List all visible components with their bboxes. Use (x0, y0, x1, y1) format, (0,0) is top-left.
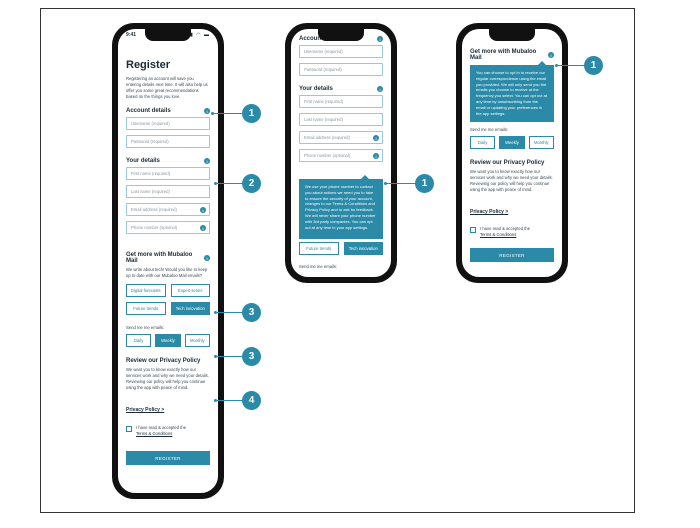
send-emails-label: Send me me emails: (470, 127, 509, 132)
info-icon[interactable]: i (548, 52, 554, 58)
phone-register-full: 9:41 ▮▮ ◠ ▬ Register Registering an acco… (112, 23, 224, 499)
callout-badge-3: 3 (242, 347, 261, 366)
terms-text: I have read & accepted the (480, 226, 531, 231)
privacy-heading: Review our Privacy Policy (126, 358, 201, 364)
info-icon[interactable]: i (204, 158, 210, 164)
info-icon[interactable]: i (204, 108, 210, 114)
frequency-options: Daily Weekly Monthly (126, 334, 210, 347)
info-icon[interactable]: i (373, 153, 379, 159)
callout-leader (214, 311, 243, 314)
info-icon[interactable]: i (204, 255, 210, 261)
phone-input[interactable]: Phone number (optional) i (299, 149, 383, 162)
status-time: 9:41 (126, 32, 137, 38)
your-details-heading: Your details i (299, 86, 383, 92)
first-name-input[interactable]: First name (required) (299, 95, 383, 108)
frequency-weekly[interactable]: Weekly (499, 136, 525, 149)
terms-link[interactable]: Terms & Conditions (136, 431, 173, 436)
topic-future-trends[interactable]: Future trends (126, 302, 166, 315)
callout-badge-1: 1 (584, 56, 603, 75)
terms-link[interactable]: Terms & Conditions (480, 232, 517, 237)
callout-badge-1: 1 (242, 104, 261, 123)
frequency-monthly[interactable]: Monthly (528, 136, 554, 149)
info-icon[interactable]: i (377, 36, 383, 42)
register-button[interactable]: REGISTER (126, 451, 210, 465)
username-input[interactable]: Username (required) (299, 45, 383, 58)
email-input[interactable]: Email address (required) i (299, 131, 383, 144)
frequency-weekly[interactable]: Weekly (155, 334, 181, 347)
topic-expert-series[interactable]: Expert series (170, 284, 210, 297)
phone-notch (145, 29, 191, 41)
email-input[interactable]: Email address (required) i (126, 203, 210, 216)
page-title: Register (126, 59, 171, 71)
terms-checkbox[interactable] (470, 227, 476, 233)
frequency-monthly[interactable]: Monthly (184, 334, 210, 347)
topic-tech-innovation[interactable]: Tech innovation (343, 242, 383, 255)
privacy-policy-link[interactable]: Privacy Policy > (470, 209, 509, 215)
info-icon[interactable]: i (200, 225, 206, 231)
register-intro: Registering an account will save you ent… (126, 76, 208, 99)
callout-leader (555, 64, 585, 67)
terms-text: I have read & accepted the (136, 425, 187, 430)
username-input[interactable]: Username (required) (126, 117, 210, 130)
callout-badge-1: 1 (415, 174, 434, 193)
phone-notch (318, 29, 364, 41)
phone-mail-tooltip: Get more with Mubaloo Mail i You can cho… (456, 23, 568, 283)
callout-leader (214, 399, 243, 402)
your-details-heading: Your details i (126, 158, 210, 164)
topic-future-trends[interactable]: Future trends (299, 242, 339, 255)
terms-row: I have read & accepted the Terms & Condi… (126, 425, 210, 437)
frequency-daily[interactable]: Daily (126, 334, 152, 347)
mail-text: We write about tech! Would you like to k… (126, 267, 208, 278)
phone-screen: 9:41 ▮▮ ◠ ▬ Register Registering an acco… (118, 29, 218, 493)
phone-notch (489, 29, 535, 41)
info-icon[interactable]: i (200, 207, 206, 213)
privacy-heading: Review our Privacy Policy (470, 160, 545, 166)
send-emails-label: Send me me emails: (299, 264, 338, 269)
status-icons: ▮▮ ◠ ▬ (186, 32, 210, 38)
info-icon[interactable]: i (373, 135, 379, 141)
callout-leader (384, 182, 416, 185)
frequency-options: Daily Weekly Monthly (470, 136, 554, 149)
topic-options: Digital forecasts Expert series Future t… (126, 284, 210, 315)
phone-number-tooltip: We use your phone number to contact you … (299, 175, 383, 239)
account-details-heading: Account details i (126, 108, 210, 114)
mail-tooltip: You can choose to opt in to receive our … (470, 61, 554, 122)
mail-heading: Get more with Mubaloo Mail i (470, 49, 554, 61)
last-name-input[interactable]: Last name (required) (126, 185, 210, 198)
callout-leader (211, 112, 243, 115)
info-icon[interactable]: i (377, 86, 383, 92)
password-input[interactable]: Password (required) (299, 63, 383, 76)
first-name-input[interactable]: First name (required) (126, 167, 210, 180)
phone-screen: Account details i Username (required) Pa… (291, 29, 391, 277)
phone-screen: Get more with Mubaloo Mail i You can cho… (462, 29, 562, 277)
send-emails-label: Send me me emails: (126, 325, 165, 330)
callout-leader (214, 182, 243, 185)
terms-row: I have read & accepted the Terms & Condi… (470, 226, 554, 238)
privacy-text: We want you to know exactly how our serv… (126, 367, 209, 390)
callout-badge-2: 2 (242, 174, 261, 193)
register-button[interactable]: REGISTER (470, 248, 554, 262)
topic-digital-forecasts[interactable]: Digital forecasts (126, 284, 166, 297)
privacy-policy-link[interactable]: Privacy Policy > (126, 407, 165, 413)
last-name-input[interactable]: Last name (required) (299, 113, 383, 126)
privacy-text: We want you to know exactly how our serv… (470, 169, 553, 192)
mail-heading: Get more with Mubaloo Mail i (126, 252, 210, 264)
callout-leader (214, 355, 243, 358)
callout-badge-3: 3 (242, 303, 261, 322)
terms-checkbox[interactable] (126, 426, 132, 432)
frequency-daily[interactable]: Daily (470, 136, 496, 149)
phone-phone-tooltip: Account details i Username (required) Pa… (285, 23, 397, 283)
topic-tech-innovation[interactable]: Tech innovation (170, 302, 210, 315)
password-input[interactable]: Password (required) (126, 135, 210, 148)
phone-input[interactable]: Phone number (optional) i (126, 221, 210, 234)
topic-options: Future trends Tech innovation (299, 242, 383, 255)
callout-badge-4: 4 (242, 391, 261, 410)
